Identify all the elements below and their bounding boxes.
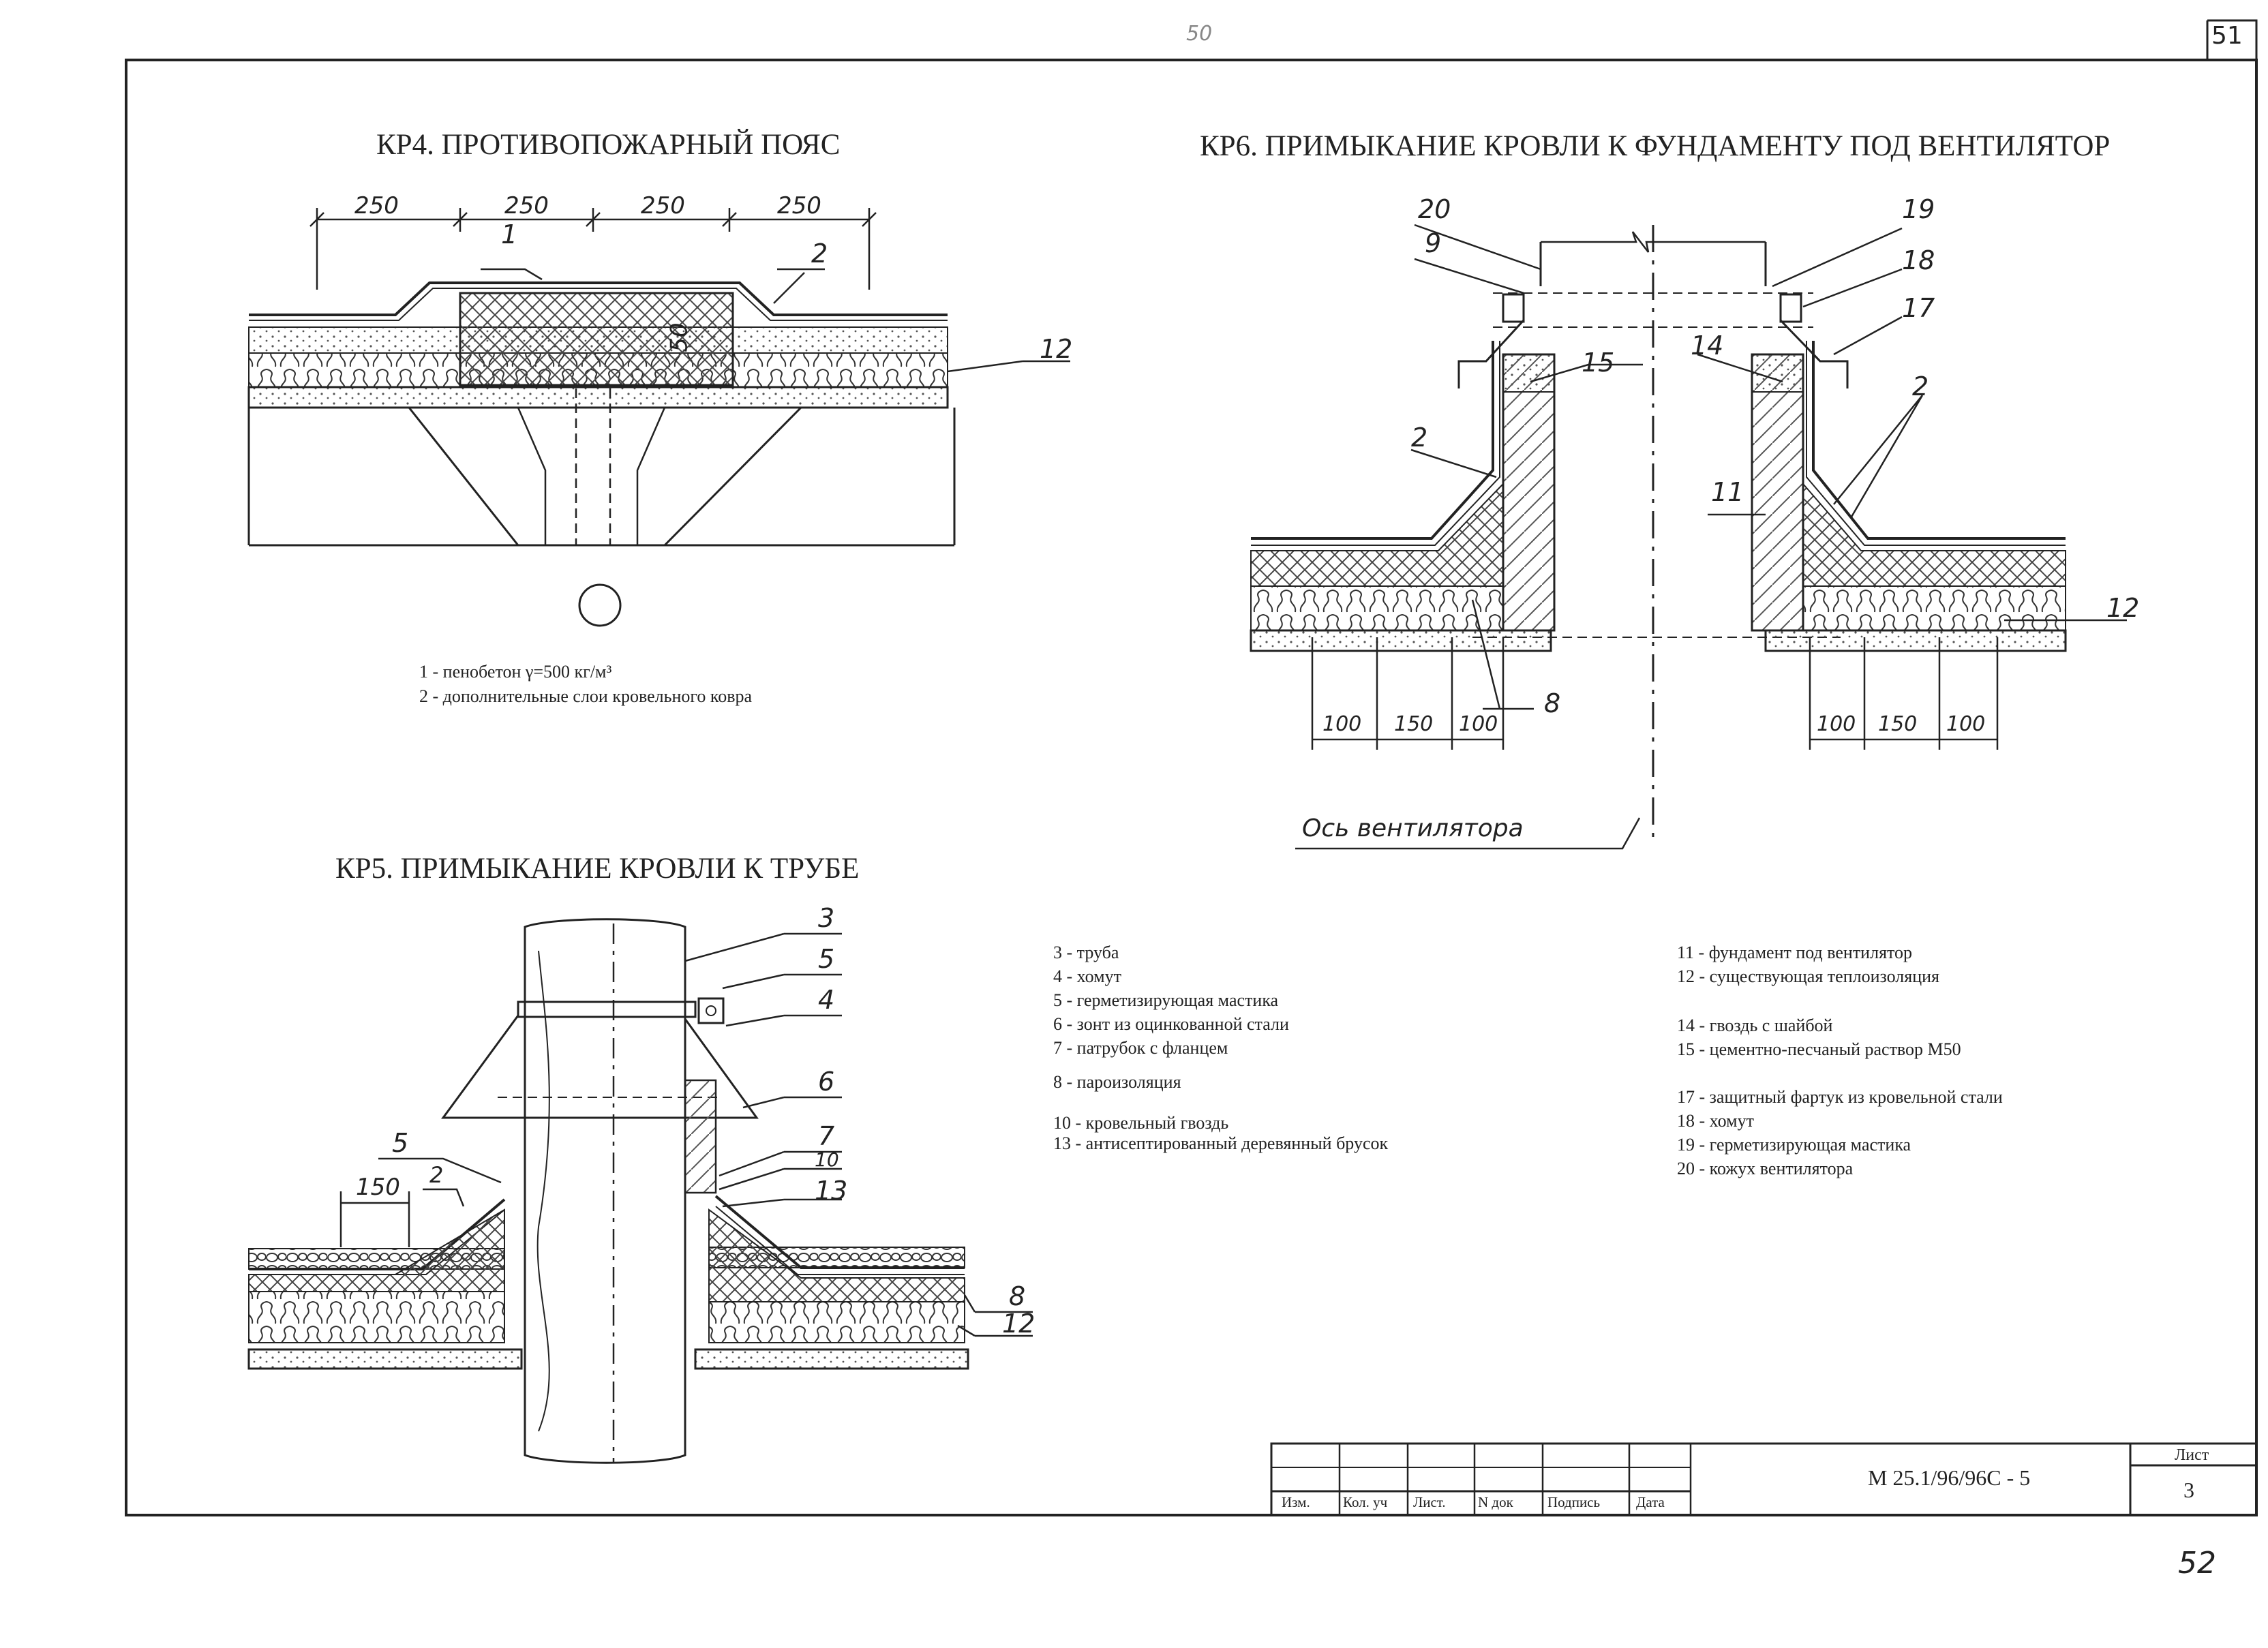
kr4-dim-1: 250 xyxy=(354,192,399,219)
kr4-legend-1: 1 - пенобетон γ=500 кг/м³ xyxy=(419,662,612,682)
kr6-callout-9: 9 xyxy=(1425,228,1442,258)
kr4-callout-2: 2 xyxy=(811,239,828,269)
legend-middle-7: 7 - патрубок с фланцем xyxy=(1053,1038,1228,1058)
legend-middle-5: 5 - герметизирующая мастика xyxy=(1053,990,1279,1010)
kr6-dim-left-1: 100 xyxy=(1322,712,1362,736)
kr5-title: КР5. ПРИМЫКАНИЕ КРОВЛИ К ТРУБЕ xyxy=(335,853,859,885)
legend-right-15: 15 - цементно-песчаный раствор М50 xyxy=(1677,1039,1961,1059)
kr4-dim-4: 250 xyxy=(777,192,821,219)
legend-middle-3: 3 - труба xyxy=(1053,943,1119,962)
kr6-dim-right-2: 150 xyxy=(1878,712,1918,736)
title-block-sheet-number: 3 xyxy=(2183,1478,2194,1502)
legend-right-14: 14 - гвоздь с шайбой xyxy=(1677,1016,1833,1035)
title-block-ndok: N док xyxy=(1478,1494,1513,1510)
title-block-izm: Изм. xyxy=(1282,1494,1310,1510)
kr6-title: КР6. ПРИМЫКАНИЕ КРОВЛИ К ФУНДАМЕНТУ ПОД … xyxy=(1200,130,2110,162)
kr6-callout-2-left: 2 xyxy=(1411,423,1428,453)
title-block-designation: М 25.1/96/96С - 5 xyxy=(1868,1465,2031,1490)
kr6-callout-11: 11 xyxy=(1711,477,1744,507)
kr6-callout-8: 8 xyxy=(1544,688,1561,718)
corner-sheet-number: 51 xyxy=(2211,22,2243,50)
top-mark: 50 xyxy=(1186,22,1213,46)
kr6-dim-right-3: 100 xyxy=(1946,712,1986,736)
kr5-callout-12: 12 xyxy=(1002,1309,1035,1339)
kr6-callout-20: 20 xyxy=(1418,194,1451,224)
sheet-frame xyxy=(125,19,2258,1516)
legend-middle-13: 13 - антисептированный деревянный брусок xyxy=(1053,1133,1389,1153)
kr4-dim-2: 250 xyxy=(504,192,549,219)
kr5-dim-150: 150 xyxy=(356,1174,400,1201)
kr6-dim-left-2: 150 xyxy=(1394,712,1434,736)
kr5-callout-8: 8 xyxy=(1009,1281,1026,1311)
kr6-callout-15: 15 xyxy=(1582,348,1615,378)
legend-middle-6: 6 - зонт из оцинкованной стали xyxy=(1053,1014,1289,1034)
legend-right-17: 17 - защитный фартук из кровельной стали xyxy=(1677,1087,2003,1107)
kr6-drawing xyxy=(1250,224,2127,850)
kr5-callout-10: 10 xyxy=(815,1148,839,1171)
legend-middle-10: 10 - кровельный гвоздь xyxy=(1053,1113,1229,1133)
kr6-dim-right-1: 100 xyxy=(1817,712,1856,736)
kr5-callout-5-left: 5 xyxy=(392,1128,409,1158)
kr5-callout-4: 4 xyxy=(818,985,835,1015)
kr5-drawing xyxy=(247,918,1033,1464)
title-block-list: Лист. xyxy=(1413,1494,1446,1510)
kr5-callout-2: 2 xyxy=(429,1162,444,1188)
kr4-callout-1: 1 xyxy=(501,219,518,249)
legend-right-19: 19 - герметизирующая мастика xyxy=(1677,1135,1911,1155)
kr5-callout-6: 6 xyxy=(818,1067,835,1097)
kr4-title: КР4. ПРОТИВОПОЖАРНЫЙ ПОЯС xyxy=(376,129,840,161)
legend-right-12: 12 - существующая теплоизоляция xyxy=(1677,966,1939,986)
title-block-kol: Кол. уч xyxy=(1343,1494,1388,1510)
legend-right-18: 18 - хомут xyxy=(1677,1111,1754,1131)
legend-middle-4: 4 - хомут xyxy=(1053,966,1121,986)
title-block-podpis: Подпись xyxy=(1547,1494,1601,1510)
title-block xyxy=(1270,1442,2258,1516)
kr4-legend-2: 2 - дополнительные слои кровельного ковр… xyxy=(419,686,753,706)
kr6-dim-left-3: 100 xyxy=(1459,712,1498,736)
kr5-callout-5: 5 xyxy=(818,944,835,974)
kr6-callout-12: 12 xyxy=(2106,593,2140,623)
kr5-callout-13: 13 xyxy=(815,1176,848,1206)
legend-middle-8: 8 - пароизоляция xyxy=(1053,1072,1181,1092)
kr4-callout-12: 12 xyxy=(1040,334,1073,364)
kr4-dim-vertical: 50 xyxy=(665,322,693,352)
kr4-drawing xyxy=(247,208,1070,627)
kr6-callout-2-right: 2 xyxy=(1912,371,1929,401)
legend-right-11: 11 - фундамент под вентилятор xyxy=(1677,943,1913,962)
kr5-callout-3: 3 xyxy=(818,903,835,933)
title-block-data: Дата xyxy=(1636,1494,1665,1510)
kr6-callout-17: 17 xyxy=(1902,293,1935,323)
bottom-sheet-number: 52 xyxy=(2178,1546,2216,1581)
kr5-callout-7: 7 xyxy=(818,1121,835,1151)
legend-right-20: 20 - кожух вентилятора xyxy=(1677,1159,1854,1178)
kr6-axis-label: Ось вентилятора xyxy=(1302,814,1524,842)
kr4-dim-3: 250 xyxy=(641,192,685,219)
kr6-callout-14: 14 xyxy=(1691,331,1724,361)
kr6-callout-19: 19 xyxy=(1902,194,1935,224)
kr6-callout-18: 18 xyxy=(1902,245,1935,275)
title-block-sheet-label: Лист xyxy=(2175,1446,2209,1464)
